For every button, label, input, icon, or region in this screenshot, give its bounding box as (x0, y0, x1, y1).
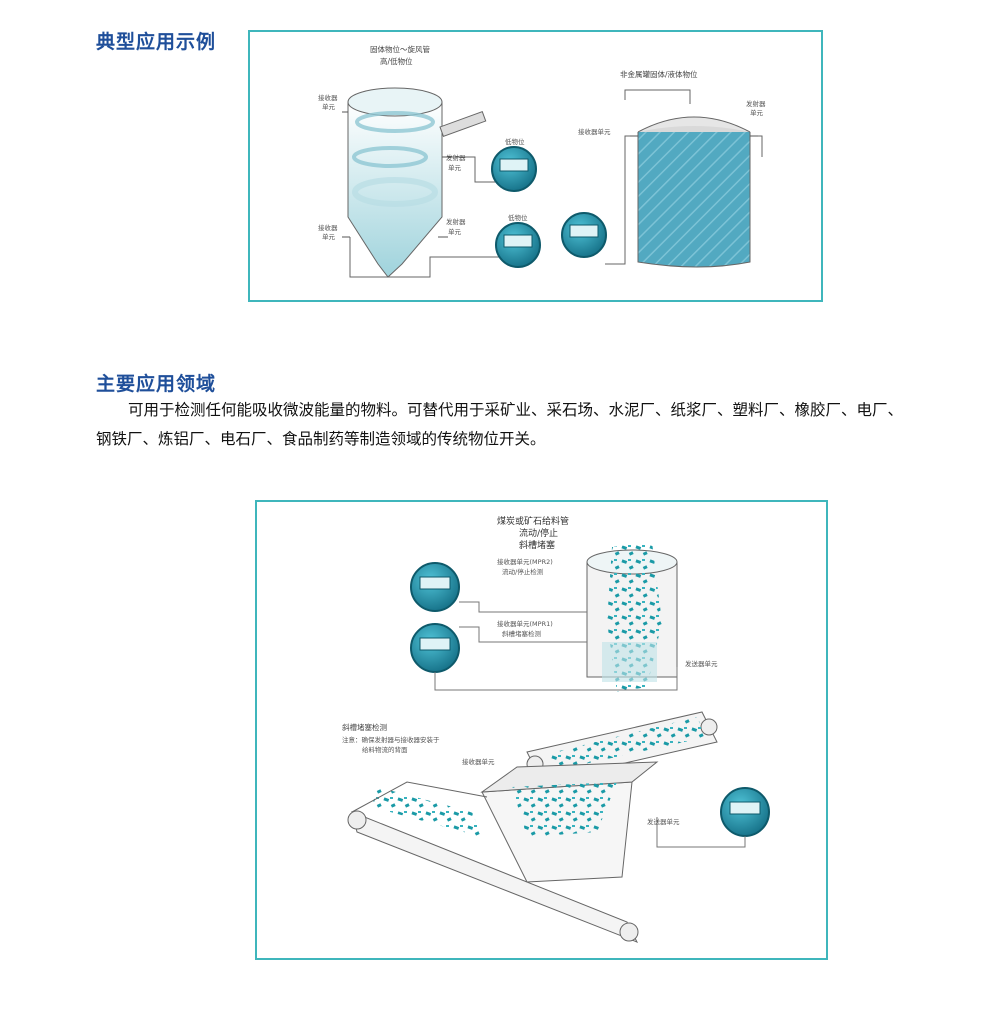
figure-chute-application: 煤炭或矿石给料管 流动/停止 斜槽堵塞 接收器单元(MPR2) 流动/ (255, 500, 828, 960)
gauge-upper: 低物位 (491, 137, 537, 192)
emitter-top-label-1: 发射器 (446, 153, 466, 162)
emitter-bottom-label-1: 发射器 (446, 217, 466, 226)
hopper (480, 761, 659, 883)
receiver-mpr2-sub: 流动/停止检测 (502, 567, 544, 576)
tank-receiver-label: 接收器单元 (578, 127, 611, 136)
chute-note-1: 注意：确保发射器与接收器安装于 (342, 735, 440, 744)
chute-blockage-title: 斜槽堵塞检测 (342, 722, 387, 732)
receiver-top-label-2: 单元 (322, 102, 336, 111)
chute-note-2: 给料物流的背面 (362, 745, 408, 754)
chute-title-2: 流动/停止 (519, 527, 558, 539)
tank-title: 非金属罐固体/液体物位 (620, 69, 698, 79)
gauge-mpr1 (410, 623, 460, 673)
receiver-mpr2-label: 接收器单元(MPR2) (497, 557, 553, 566)
emitter-top-label: 发送器单元 (685, 659, 718, 668)
gauge-lower: 低物位 (495, 213, 541, 268)
gauge-lower-label: 低物位 (508, 213, 528, 222)
receiver-top-label-1: 接收器 (318, 93, 338, 102)
nonmetal-tank (605, 89, 763, 268)
tank-emitter-label-2: 单元 (750, 108, 764, 117)
section-title-typical-applications: 典型应用示例 (96, 31, 217, 53)
lower-conveyor (347, 781, 639, 943)
figure-typical-application: 固体物位～旋风管 高/低物位 接收器 单元 发射器 单元 接收器 单元 发射器 … (248, 30, 823, 302)
chute-title-1: 煤炭或矿石给料管 (497, 515, 569, 527)
tank-emitter-label-1: 发射器 (746, 99, 766, 108)
cyclone-silo (342, 87, 500, 278)
application-fields-paragraph: 可用于检测任何能吸收微波能量的物料。可替代用于采矿业、采石场、水泥厂、纸浆厂、塑… (96, 401, 904, 448)
receiver-mpr1-label: 接收器单元(MPR1) (497, 619, 553, 628)
silo-title-2: 高/低物位 (380, 56, 413, 66)
receiver-bottom-label-2: 单元 (322, 232, 336, 241)
silo-title-1: 固体物位～旋风管 (370, 44, 430, 54)
receiver-mpr1-sub: 斜槽堵塞检测 (502, 629, 542, 638)
emitter-bottom-label-2: 单元 (448, 227, 462, 236)
feed-pipe (586, 542, 678, 692)
section-title-application-fields: 主要应用领域 (96, 373, 217, 395)
receiver-bottom-label-1: 接收器 (318, 223, 338, 232)
receiver-mid-label: 接收器单元 (462, 757, 495, 766)
emitter-right-label: 发送器单元 (647, 817, 680, 826)
gauge-tank (561, 212, 607, 258)
gauge-chute-right (720, 787, 770, 837)
gauge-upper-label: 低物位 (505, 137, 525, 146)
emitter-top-label-2: 单元 (448, 163, 462, 172)
chute-title-3: 斜槽堵塞 (519, 539, 555, 551)
gauge-mpr2 (410, 562, 460, 612)
